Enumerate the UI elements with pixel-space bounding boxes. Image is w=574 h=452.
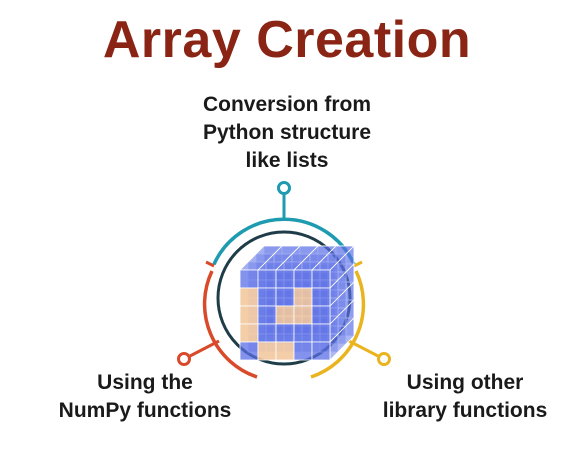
connector-right-dot: [377, 352, 391, 366]
cube-face: [275, 341, 295, 361]
cube-face: [311, 269, 331, 289]
cube-face: [311, 341, 331, 361]
label-numpy-functions: Using the NumPy functions: [40, 369, 250, 425]
cube-grid-icon: [239, 245, 355, 361]
cube-face: [293, 305, 313, 325]
label-line: like lists: [245, 149, 329, 172]
ring-arc-left: [202, 270, 258, 379]
ring-tick-right: [353, 260, 363, 268]
cube-face: [293, 341, 313, 361]
cube-face: [239, 323, 259, 343]
cube-face: [293, 287, 313, 307]
label-line: Using other: [406, 371, 524, 394]
cube-face: [311, 287, 331, 307]
label-line: Python structure: [202, 121, 372, 144]
label-line: Conversion from: [202, 93, 372, 116]
cube-face: [275, 305, 295, 325]
cube-face: [275, 269, 295, 289]
cube-face: [257, 269, 277, 289]
cube-face: [257, 323, 277, 343]
label-line: NumPy functions: [58, 399, 232, 422]
label-conversion-python-structure: Conversion from Python structure like li…: [137, 91, 437, 175]
connector-left-dot: [177, 352, 191, 366]
label-library-functions: Using other library functions: [360, 369, 570, 425]
cube-face: [275, 323, 295, 343]
cube-face: [239, 287, 259, 307]
connector-right: [348, 339, 379, 358]
cube-face: [311, 305, 331, 325]
connector-left: [189, 339, 220, 358]
cube-face: [275, 287, 295, 307]
cube-face: [257, 341, 277, 361]
ring-tick-left: [205, 260, 215, 268]
cube-face: [293, 323, 313, 343]
cube-face: [311, 323, 331, 343]
cube-face: [293, 269, 313, 289]
connector-top-dot: [277, 181, 291, 195]
diagram-title: Array Creation: [102, 11, 472, 69]
label-line: library functions: [382, 399, 548, 422]
cube-face: [239, 305, 259, 325]
cube-face: [257, 305, 277, 325]
ring-arc-right: [310, 270, 366, 379]
cube-face: [257, 287, 277, 307]
cube-face: [239, 269, 259, 289]
label-line: Using the: [97, 371, 193, 394]
cube-face: [239, 341, 259, 361]
